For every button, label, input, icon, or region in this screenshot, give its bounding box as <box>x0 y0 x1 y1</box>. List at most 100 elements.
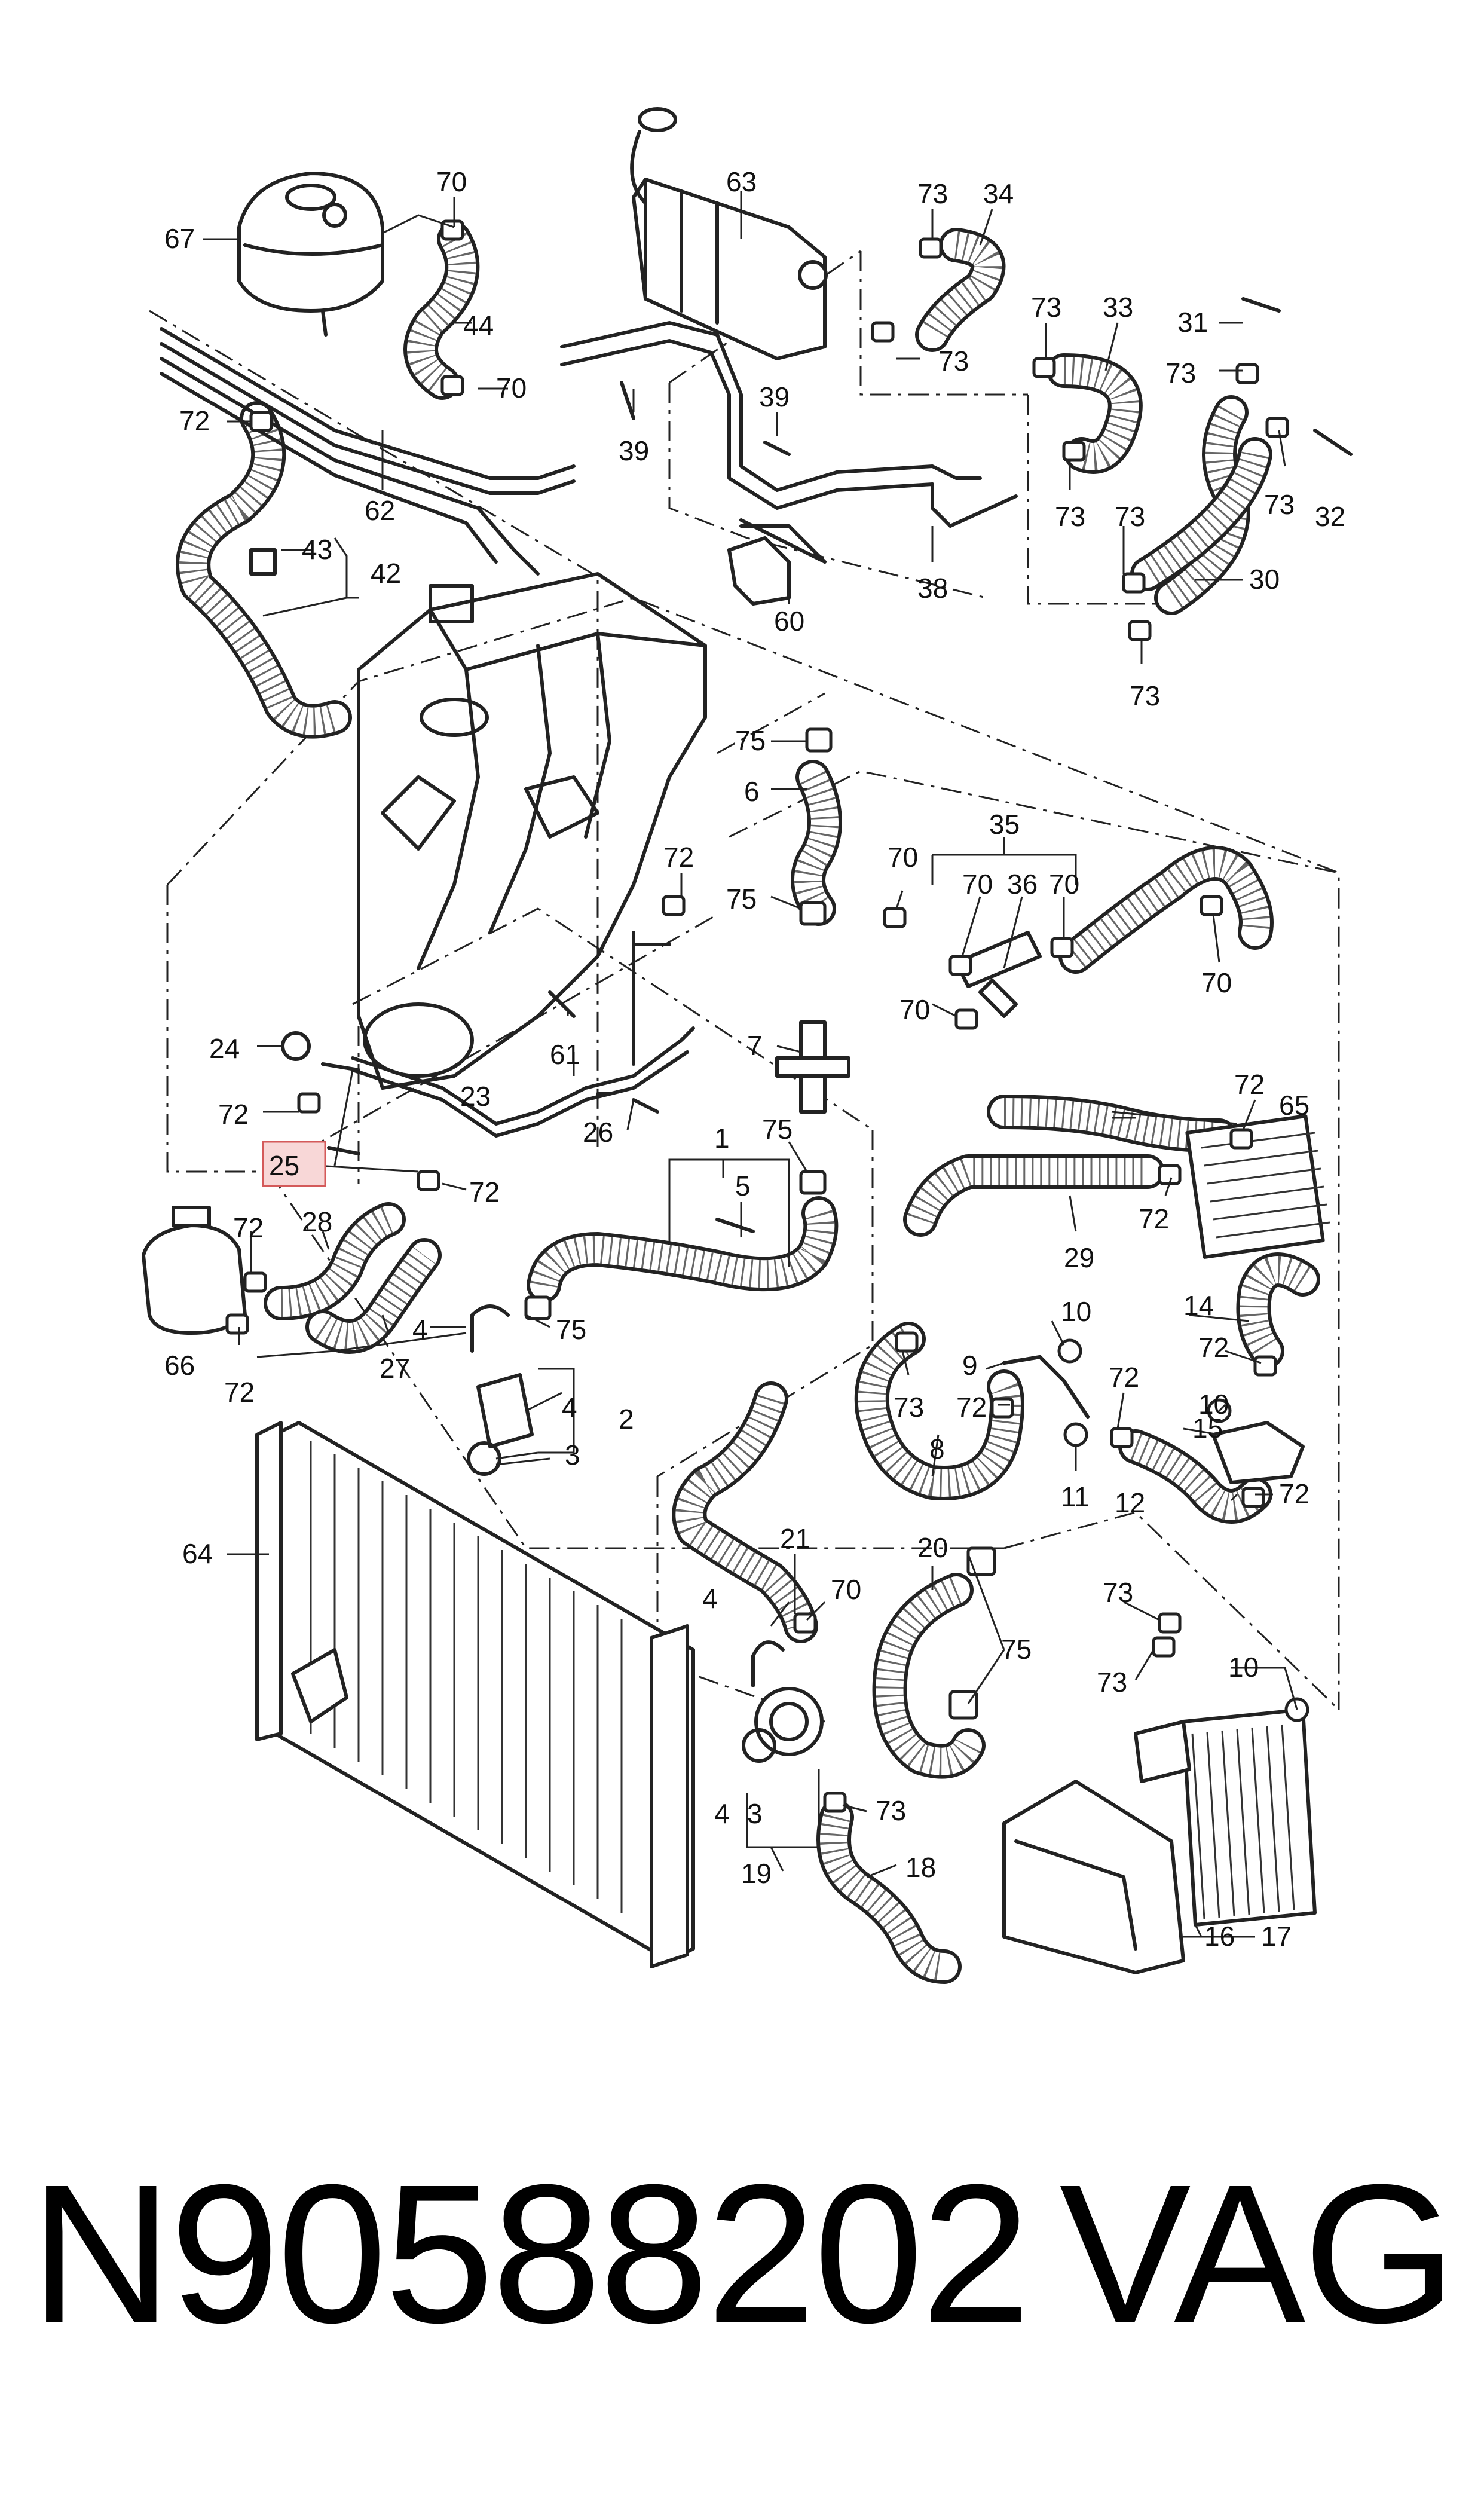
callout-36: 36 <box>1007 869 1038 900</box>
callout-20: 20 <box>917 1532 948 1563</box>
callout-66: 64 <box>182 1538 213 1569</box>
hose-28 <box>264 1202 406 1320</box>
hose-12 <box>1118 1429 1272 1524</box>
callout-72: 72 <box>1198 1332 1229 1363</box>
hose-1 <box>527 1196 839 1303</box>
callout-72: 72 <box>469 1176 500 1207</box>
reservoir-62 <box>142 1206 247 1335</box>
thermostat-housing-60 <box>727 518 827 606</box>
callout-25: 25 <box>269 1150 299 1181</box>
callout-72: 72 <box>1234 1069 1265 1100</box>
callout-72: 72 <box>956 1392 987 1423</box>
bracket-15 <box>1211 1421 1305 1484</box>
callout-70: 70 <box>831 1574 861 1605</box>
callout-10: 10 <box>1061 1296 1091 1327</box>
callout-14: 14 <box>1183 1290 1214 1321</box>
egr-cooler-65 <box>630 107 828 360</box>
callout-44: 44 <box>463 310 494 341</box>
callout-16: 17 <box>1261 1921 1292 1952</box>
hose-21 <box>672 1381 818 1643</box>
callout-1: 1 <box>714 1123 730 1154</box>
callout-73: 73 <box>894 1392 924 1423</box>
components <box>142 107 1330 1974</box>
callout-24: 24 <box>209 1033 240 1064</box>
intercooler-16 <box>1134 1708 1317 1927</box>
callout-10: 10 <box>1198 1389 1229 1420</box>
callout-63: 65 <box>1279 1090 1309 1121</box>
callout-17: 16 <box>1204 1921 1235 1952</box>
callout-61: 61 <box>550 1039 580 1070</box>
expansion-tank-67 <box>237 172 384 337</box>
callout-70: 70 <box>899 994 930 1025</box>
callout-29: 29 <box>1064 1242 1094 1273</box>
callout-31: 31 <box>1177 307 1208 338</box>
callout-73: 73 <box>938 346 969 377</box>
callout-28: 28 <box>302 1206 332 1237</box>
pump-2 <box>467 1304 534 1476</box>
hose-33 <box>1047 353 1143 474</box>
oil-cooler-63 <box>1185 1114 1330 1259</box>
callout-42: 42 <box>371 558 401 589</box>
callout-72: 72 <box>1279 1478 1309 1509</box>
callout-4: 4 <box>702 1583 718 1614</box>
callout-19: 19 <box>741 1858 772 1889</box>
hose-35-upper <box>1058 846 1274 974</box>
callout-27: 27 <box>380 1353 410 1384</box>
callout-21: 21 <box>780 1523 810 1554</box>
callout-35: 35 <box>989 809 1020 840</box>
callout-72: 72 <box>663 842 694 873</box>
callout-62: 66 <box>164 1350 195 1381</box>
callout-26: 26 <box>583 1117 613 1148</box>
callout-39: 39 <box>759 381 790 412</box>
callout-12: 12 <box>1115 1487 1145 1518</box>
callout-labels: 67 70 44 70 72 62 43 42 63 73 34 73 73 3… <box>164 166 1345 1952</box>
hose-34 <box>915 228 1006 352</box>
callout-3: 3 <box>747 1798 763 1829</box>
brand-name: VAG <box>1059 2143 1457 2364</box>
hose-6 <box>791 760 842 926</box>
callout-73: 73 <box>1097 1667 1127 1698</box>
callout-70: 70 <box>1049 869 1079 900</box>
callout-65: 63 <box>726 166 757 197</box>
callout-75: 75 <box>556 1314 586 1345</box>
callout-15: 15 <box>1192 1413 1223 1444</box>
callout-43: 43 <box>302 534 332 565</box>
callout-72: 72 <box>1109 1362 1139 1393</box>
callout-70: 70 <box>1201 967 1232 998</box>
callout-2: 2 <box>619 1404 634 1435</box>
callout-11: 11 <box>1061 1481 1090 1512</box>
callout-73: 73 <box>1055 501 1085 532</box>
callout-75: 75 <box>726 883 757 915</box>
pump-19 <box>742 1640 824 1763</box>
callout-73: 73 <box>917 178 948 209</box>
callout-70: 70 <box>436 166 467 197</box>
callout-30: 30 <box>1249 564 1280 595</box>
callout-73: 73 <box>1103 1577 1133 1608</box>
callout-10: 10 <box>1228 1652 1259 1683</box>
callout-72: 72 <box>1139 1203 1169 1234</box>
callout-9: 9 <box>962 1350 978 1381</box>
leader-lines <box>203 191 1298 1938</box>
callout-75: 75 <box>735 725 766 756</box>
callout-73: 73 <box>1115 501 1145 532</box>
hose-14 <box>1236 1252 1320 1368</box>
callout-5: 5 <box>735 1170 751 1202</box>
callout-32: 32 <box>1315 501 1345 532</box>
callout-70: 70 <box>888 842 918 873</box>
callout-18: 18 <box>905 1852 936 1883</box>
callout-3: 3 <box>565 1439 580 1471</box>
callout-4: 4 <box>412 1314 428 1345</box>
callout-34: 34 <box>983 178 1014 209</box>
callout-73: 73 <box>876 1795 906 1826</box>
radiator-66 <box>255 1421 695 1968</box>
callout-70: 70 <box>496 372 527 403</box>
callout-75: 75 <box>1001 1634 1032 1665</box>
footer: N90588202 VAG <box>0 2128 1484 2379</box>
callout-73: 73 <box>1264 489 1295 520</box>
callout-38: 38 <box>917 573 948 604</box>
callout-23: 23 <box>460 1081 491 1112</box>
t-piece-7 <box>775 1020 850 1114</box>
rigid-pipes <box>160 321 1018 1138</box>
callout-4: 4 <box>562 1392 577 1423</box>
